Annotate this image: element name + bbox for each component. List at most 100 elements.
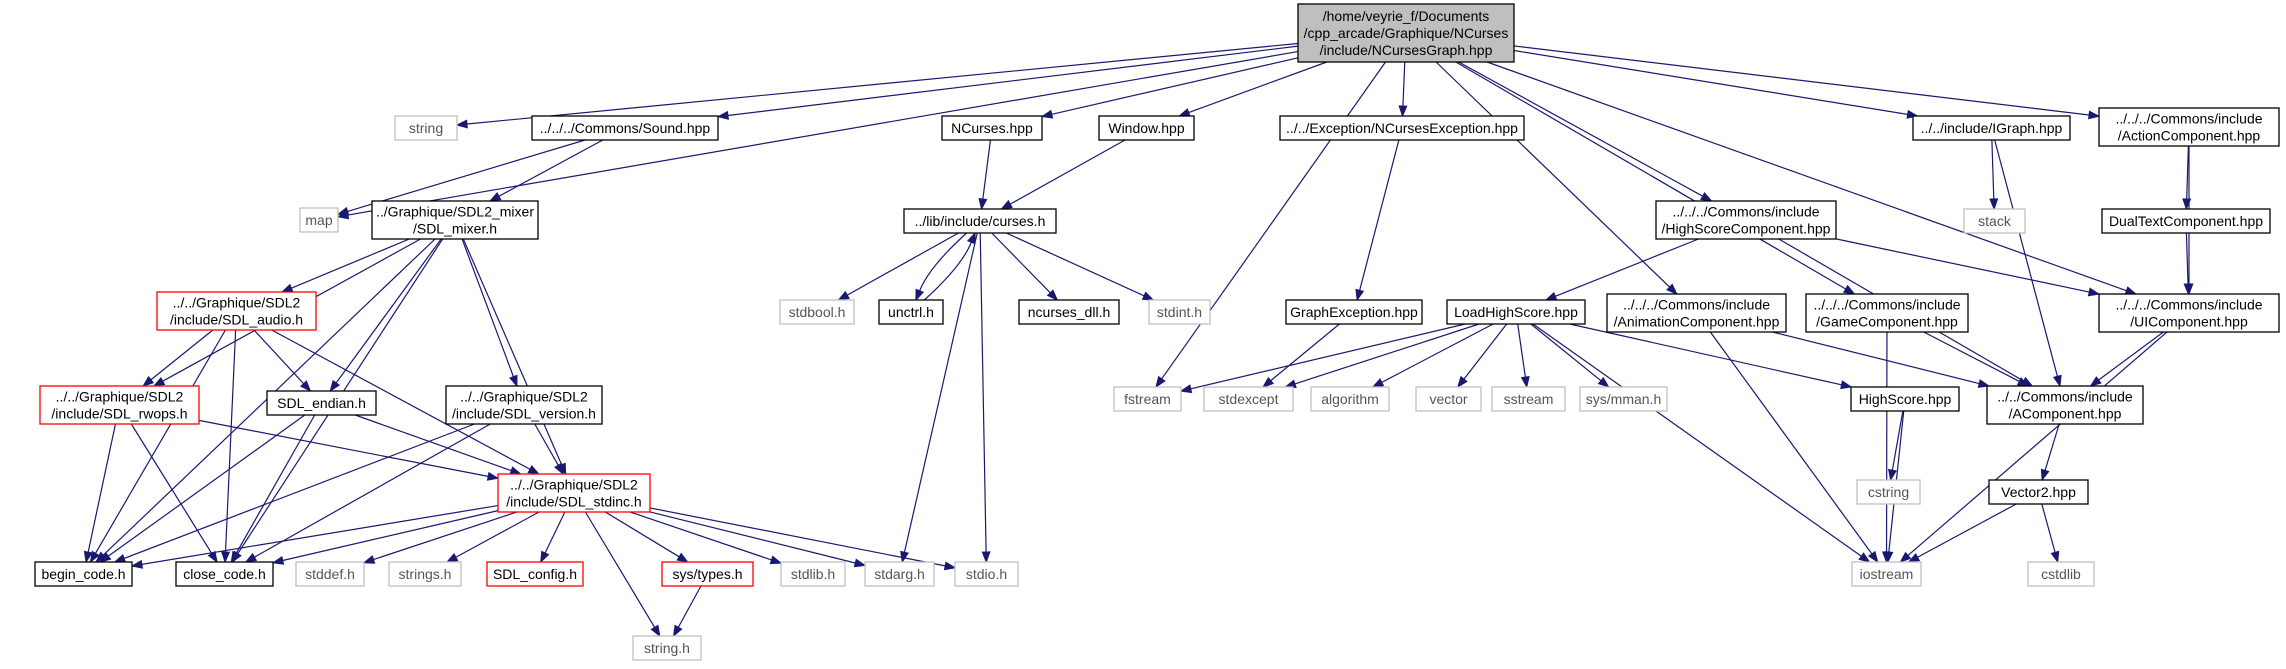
edge-load_hs-to-stdexcept [1284,323,1480,389]
node-box [266,390,377,416]
edge-igraph-to-acomp [1994,139,2062,388]
node-game_comp[interactable]: ../../../Commons/include/GameComponent.h… [1805,293,1969,333]
node-box [1986,385,2144,425]
node-sdl_version[interactable]: ../../Graphique/SDL2/include/SDL_version… [445,385,603,425]
node-label: /HighScoreComponent.hpp [1662,221,1831,237]
node-label: /home/veyrie_f/Documents [1323,8,1490,24]
node-box [661,561,754,587]
node-ncurses_exc[interactable]: ../../Exception/NCursesException.hpp [1279,115,1525,141]
node-hs_comp[interactable]: ../../../Commons/include/HighScoreCompon… [1655,200,1837,240]
node-close_code[interactable]: close_code.h [175,561,274,587]
node-box [1606,293,1787,333]
node-stdint: stdint.h [1148,299,1211,325]
edge-sdl_version-to-close_code [244,423,491,563]
node-box [445,385,603,425]
node-box [2098,107,2280,147]
node-begin_code[interactable]: begin_code.h [34,561,133,587]
node-box [1579,386,1668,412]
edge-window_hpp-to-curses_h [1000,139,1126,210]
node-curses_h[interactable]: ../lib/include/curses.h [903,208,1057,234]
node-label: vector [1429,391,1467,407]
node-label: ../../../Commons/include [2115,297,2262,313]
node-label: begin_code.h [41,566,125,582]
node-igraph[interactable]: ../../include/IGraph.hpp [1912,115,2071,141]
edge-sdl_stdinc-to-strings [445,511,540,563]
node-ncurses_hpp[interactable]: NCurses.hpp [941,115,1043,141]
edge-sound-to-map [336,139,586,216]
edge-hs_comp-to-ui_comp [1835,238,2101,297]
node-box [1491,386,1566,412]
node-sdl_mixer[interactable]: ../Graphique/SDL2_mixer/SDL_mixer.h [371,200,539,240]
node-action_comp[interactable]: ../../../Commons/include/ActionComponent… [2098,107,2280,147]
node-stdlib: stdlib.h [780,561,846,587]
edge-sdl_stdinc-to-stdarg [649,511,867,568]
node-box [878,299,944,325]
node-box [1963,208,2026,234]
node-algorithm: algorithm [1310,386,1390,412]
node-sdl_endian[interactable]: SDL_endian.h [266,390,377,416]
node-label: Window.hpp [1108,120,1184,136]
node-sys_types[interactable]: sys/types.h [661,561,754,587]
node-label: cstdlib [2041,566,2081,582]
edge-ncurses_exc-to-graph_exc [1355,139,1400,302]
node-box [1285,299,1423,325]
node-label: /include/SDL_stdinc.h [506,494,641,510]
node-label: ../../../Commons/Sound.hpp [540,120,711,136]
node-label: stdio.h [966,566,1007,582]
node-sdl_audio[interactable]: ../../Graphique/SDL2/include/SDL_audio.h [156,291,317,331]
node-label: string [409,120,443,136]
node-label: /include/SDL_rwops.h [51,406,187,422]
node-label: /include/SDL_audio.h [170,312,303,328]
edge-sdl_audio-to-sdl_rwops [142,329,214,387]
edge-load_hs-to-fstream [1179,323,1466,394]
node-vector2[interactable]: Vector2.hpp [1988,479,2089,505]
node-ui_comp[interactable]: ../../../Commons/include/UIComponent.hpp [2098,293,2280,333]
node-load_hs[interactable]: LoadHighScore.hpp [1446,299,1586,325]
node-graph_exc[interactable]: GraphException.hpp [1285,299,1423,325]
edge-sys_types-to-string_h [672,585,702,638]
node-acomp[interactable]: ../../Commons/include/AComponent.hpp [1986,385,2144,425]
node-box [941,115,1043,141]
node-anim_comp[interactable]: ../../../Commons/include/AnimationCompon… [1606,293,1787,333]
node-box [497,473,651,513]
node-dualtext[interactable]: DualTextComponent.hpp [2101,208,2271,234]
node-label: /AComponent.hpp [2009,406,2122,422]
edge-game_comp-to-iostream [1882,331,1892,564]
node-label: map [305,212,332,228]
node-highscore[interactable]: HighScore.hpp [1850,386,1960,412]
node-label: ../../Graphique/SDL2 [510,477,638,493]
node-sound[interactable]: ../../../Commons/Sound.hpp [531,115,719,141]
edge-curses_h-to-unctrl [915,232,968,302]
node-box [175,561,274,587]
node-strings: strings.h [388,561,462,587]
edge-root-to-hs_comp [1458,61,1713,202]
edge-curses_h-to-stdio [979,232,991,564]
node-label: Vector2.hpp [2001,484,2076,500]
node-cstring: cstring [1856,479,1921,505]
node-ncurses_dll[interactable]: ncurses_dll.h [1018,299,1120,325]
nodes-layer: /home/veyrie_f/Documents/cpp_arcade/Grap… [34,3,2280,661]
node-unctrl[interactable]: unctrl.h [878,299,944,325]
edge-sdl_mixer-to-sdl_audio [280,238,410,293]
edge-sdl_mixer-to-sdl_endian [329,238,442,393]
edge-sdl_audio-to-sdl_endian [253,329,312,393]
edge-sdl_stdinc-to-stdlib [629,511,783,565]
edge-vector2-to-cstdlib [2041,503,2060,564]
node-label: ../../Graphique/SDL2 [460,389,588,405]
edge-sdl_endian-to-close_code [230,414,316,564]
node-stdexcept: stdexcept [1203,386,1294,412]
node-sdl_config[interactable]: SDL_config.h [486,561,584,587]
edge-sdl_rwops-to-sdl_stdinc [198,419,500,481]
node-label: SDL_endian.h [277,395,366,411]
node-box [34,561,133,587]
node-label: ../../include/IGraph.hpp [1921,120,2063,136]
node-window_hpp[interactable]: Window.hpp [1098,115,1195,141]
node-box [864,561,935,587]
node-string: string [394,115,458,141]
node-label: /ActionComponent.hpp [2118,128,2261,144]
edge-dualtext-to-ui_comp [2183,232,2193,296]
node-sdl_rwops[interactable]: ../../Graphique/SDL2/include/SDL_rwops.h [39,385,200,425]
node-box [486,561,584,587]
node-sdl_stdinc[interactable]: ../../Graphique/SDL2/include/SDL_stdinc.… [497,473,651,513]
